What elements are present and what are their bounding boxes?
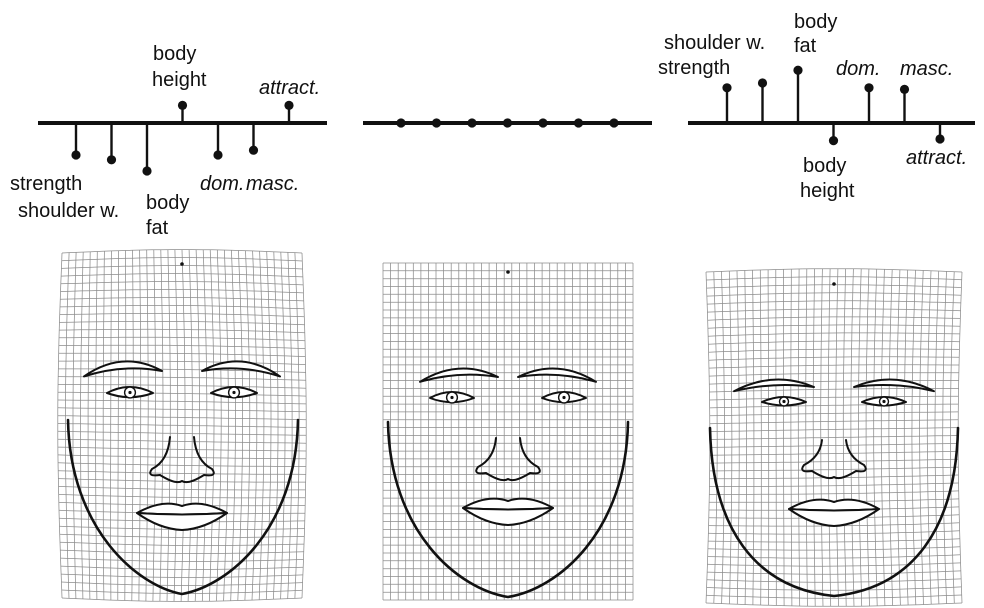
left-pupil bbox=[782, 400, 785, 403]
marker-dom-left bbox=[213, 150, 222, 159]
forehead-landmark bbox=[832, 282, 836, 286]
label-dom-right: dom. bbox=[836, 58, 880, 80]
label-body-fat-right-line2: fat bbox=[794, 35, 817, 57]
marker-body-height-right bbox=[829, 136, 838, 145]
marker-masc-right bbox=[900, 85, 909, 94]
deformation-grid bbox=[706, 269, 962, 607]
marker-body-fat-right bbox=[793, 66, 802, 75]
label-body-height-right-line1: body bbox=[803, 155, 846, 177]
marker-dom-center bbox=[538, 118, 547, 127]
left-pupil bbox=[450, 396, 453, 399]
marker-shoulder-width-center bbox=[432, 118, 441, 127]
label-body-height-left-line2: height bbox=[152, 69, 207, 91]
marker-strength-left bbox=[71, 150, 80, 159]
label-masc-left: masc. bbox=[246, 173, 299, 195]
marker-masc-left bbox=[249, 146, 258, 155]
marker-strength-center bbox=[396, 118, 405, 127]
label-body-fat-left-line1: body bbox=[146, 192, 189, 214]
marker-body-height-center bbox=[503, 118, 512, 127]
forehead-landmark bbox=[180, 262, 184, 266]
nose bbox=[150, 437, 214, 482]
label-body-fat-left-line2: fat bbox=[146, 217, 169, 239]
right-pupil bbox=[232, 391, 235, 394]
trait-panel-right: strength shoulder w. body fat body heigh… bbox=[658, 11, 975, 202]
label-shoulder-width-right: shoulder w. bbox=[664, 32, 765, 54]
face-grid-average bbox=[383, 263, 633, 600]
right-pupil bbox=[562, 396, 565, 399]
marker-attract-center bbox=[609, 118, 618, 127]
forehead-landmark bbox=[506, 270, 510, 274]
marker-attract-right bbox=[935, 134, 944, 143]
label-strength-right: strength bbox=[658, 57, 730, 79]
lower-lip bbox=[789, 509, 879, 526]
label-strength-left: strength bbox=[10, 173, 82, 195]
deformation-grid bbox=[58, 250, 306, 602]
left-pupil bbox=[128, 391, 131, 394]
marker-body-fat-left bbox=[142, 166, 151, 175]
label-dom-left: dom. bbox=[200, 173, 244, 195]
label-masc-right: masc. bbox=[900, 58, 953, 80]
marker-masc-center bbox=[574, 118, 583, 127]
trait-labels-left: strength shoulder w. body fat body heigh… bbox=[10, 43, 320, 239]
trait-panel-center bbox=[363, 118, 652, 127]
marker-strength-right bbox=[722, 83, 731, 92]
marker-attract-left bbox=[284, 101, 293, 110]
trait-labels-right: strength shoulder w. body fat body heigh… bbox=[658, 11, 967, 202]
trait-panel-left: strength shoulder w. body fat body heigh… bbox=[10, 43, 327, 239]
marker-body-fat-center bbox=[467, 118, 476, 127]
face-grid-feminized bbox=[58, 250, 306, 602]
face-grid-masculinized bbox=[706, 269, 962, 607]
marker-shoulder-width-right bbox=[758, 78, 767, 87]
marker-dom-right bbox=[864, 83, 873, 92]
right-pupil bbox=[882, 400, 885, 403]
marker-body-height-left bbox=[178, 101, 187, 110]
label-body-height-left-line1: body bbox=[153, 43, 196, 65]
label-attract-left: attract. bbox=[259, 77, 320, 99]
label-shoulder-width-left: shoulder w. bbox=[18, 200, 119, 222]
marker-shoulder-width-left bbox=[107, 155, 116, 164]
label-body-fat-right-line1: body bbox=[794, 11, 837, 33]
label-body-height-right-line2: height bbox=[800, 180, 855, 202]
deformation-grid bbox=[383, 263, 633, 600]
lower-lip bbox=[137, 513, 227, 530]
label-attract-right: attract. bbox=[906, 147, 967, 169]
lower-lip bbox=[463, 508, 553, 525]
